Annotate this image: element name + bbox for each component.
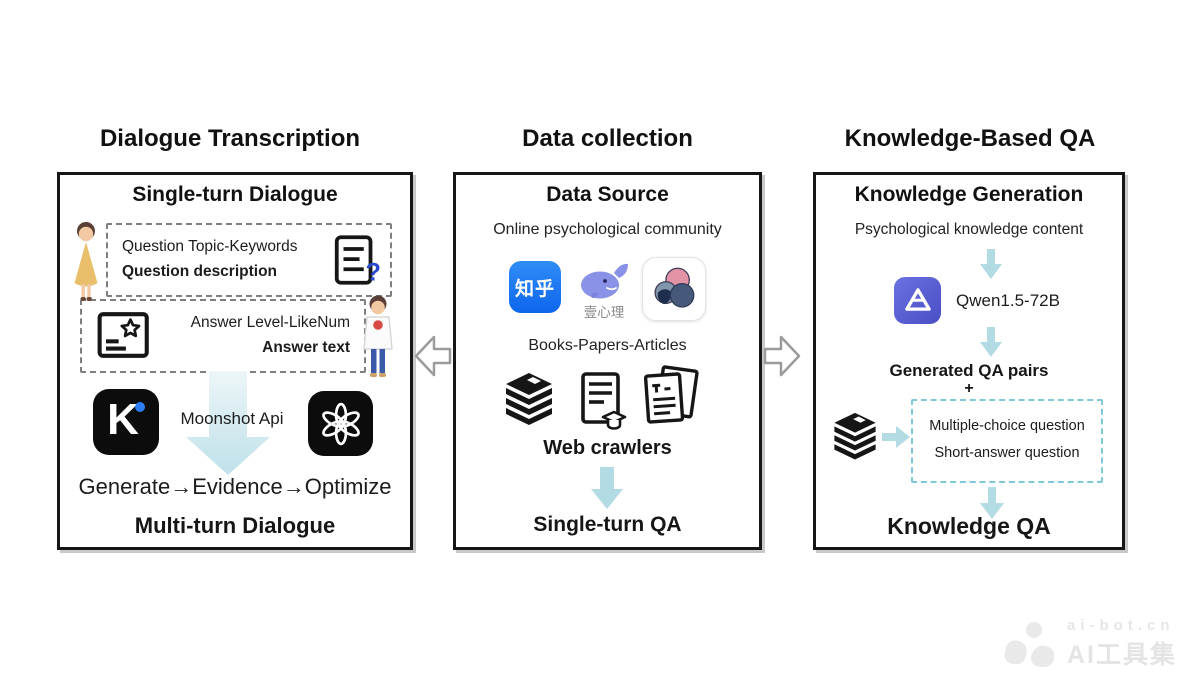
right-column-title: Knowledge-Based QA <box>844 125 1096 152</box>
answer-box-line1: Answer Level-LikeNum <box>190 314 350 331</box>
question-box-line2: Question description <box>122 263 278 280</box>
question-box-text: Question Topic-Keywords Question descrip… <box>122 234 297 284</box>
flow-arrow-right-icon <box>763 332 801 380</box>
knowledge-down-arrow-1-svg <box>980 249 1002 279</box>
zhihu-label: 知乎 <box>514 278 555 300</box>
yixinli-label: 壹心理 <box>583 305 625 320</box>
girl-user-icon <box>69 221 103 313</box>
watermark-name: AI工具集 <box>1067 641 1178 669</box>
watermark-site: ai-bot.cn <box>1067 617 1175 634</box>
moonshot-api-label: Moonshot Api <box>180 409 284 428</box>
data-source-heading: Data Source <box>546 183 669 206</box>
paper-graduation-svg <box>581 372 627 430</box>
knowledge-down-arrow-2 <box>979 327 1003 357</box>
flow-arrow-left-icon <box>414 332 452 380</box>
answer-box: Answer Level-LikeNum Answer text <box>80 299 366 373</box>
answer-box-text: Answer Level-LikeNum Answer text <box>191 310 350 360</box>
kimi-icon: K <box>93 389 159 455</box>
answer-document-icon <box>96 308 154 362</box>
generated-qa-pairs-label: Generated QA pairs <box>889 361 1049 380</box>
articles-icon <box>640 365 700 431</box>
doctor-svg <box>363 295 393 377</box>
flow-arrow-left-svg <box>414 335 452 377</box>
plus-label: + <box>964 380 974 397</box>
answer-box-line2: Answer text <box>262 339 350 356</box>
single-turn-dialogue-heading: Single-turn Dialogue <box>132 183 338 206</box>
kimi-blue-dot <box>135 402 145 412</box>
sources-label: Books-Papers-Articles <box>528 337 687 354</box>
openai-icon <box>308 391 373 456</box>
books-right-arrow <box>882 425 910 449</box>
books-right-arrow-svg <box>882 426 910 448</box>
openai-logo-svg <box>321 402 360 445</box>
knowledge-down-arrow-3-svg <box>980 487 1004 519</box>
question-box: Question Topic-Keywords Question descrip… <box>106 223 392 297</box>
doctor-icon <box>359 295 397 381</box>
knowledge-generation-heading: Knowledge Generation <box>854 183 1084 206</box>
question-types-box: Multiple-choice question Short-answer qu… <box>911 399 1103 483</box>
knowledge-books-icon <box>829 409 881 467</box>
question-types-line2: Short-answer question <box>934 445 1080 461</box>
articles-svg <box>643 365 699 424</box>
middle-column-title: Data collection <box>522 125 693 152</box>
books-stack-svg <box>506 373 552 425</box>
knowledge-down-arrow-2-svg <box>980 327 1002 357</box>
web-crawlers-label: Web crawlers <box>543 437 672 459</box>
psych-content-label: Psychological knowledge content <box>854 221 1084 238</box>
qwen-logo-svg <box>904 287 931 311</box>
flow-arrow-right-svg <box>763 335 801 377</box>
knowledge-down-arrow-3 <box>979 487 1005 519</box>
jiandanxinli-svg <box>654 267 695 308</box>
moonshot-down-arrow-svg <box>186 371 270 475</box>
dialogue-transcription-panel: Single-turn Dialogue Question Topic-Keyw… <box>57 172 413 550</box>
paper-graduation-icon <box>578 371 628 433</box>
qwen-model-label: Qwen1.5-72B <box>956 291 1060 310</box>
moonshot-down-arrow <box>184 371 272 475</box>
knowledge-qa-label: Knowledge QA <box>887 513 1051 539</box>
question-types-line1: Multiple-choice question <box>929 418 1085 434</box>
knowledge-qa-panel: Knowledge Generation Psychological knowl… <box>813 172 1125 550</box>
yixinli-whale-icon <box>576 259 632 301</box>
books-stack-icon <box>500 369 558 433</box>
single-turn-qa-label: Single-turn QA <box>533 513 682 536</box>
zhihu-icon: 知乎 <box>509 261 561 313</box>
kimi-k-glyph: K <box>107 395 139 444</box>
answer-document-svg <box>97 312 149 358</box>
multi-turn-dialogue-label: Multi-turn Dialogue <box>134 513 336 538</box>
girl-user-svg <box>74 222 98 301</box>
crawlers-down-arrow <box>589 467 625 509</box>
question-document-icon: ? <box>330 233 384 287</box>
pipeline-label: Generate→Evidence→Optimize <box>78 474 392 499</box>
yixinli-whale-svg <box>581 263 628 299</box>
svg-text:?: ? <box>365 258 380 286</box>
crawlers-down-arrow-svg <box>591 467 623 509</box>
knowledge-down-arrow-1 <box>979 249 1003 279</box>
community-label: Online psychological community <box>493 221 722 238</box>
left-column-title: Dialogue Transcription <box>99 125 361 152</box>
question-box-line1: Question Topic-Keywords <box>122 238 298 255</box>
question-document-svg: ? <box>334 235 381 286</box>
qwen-icon <box>894 277 941 324</box>
watermark-logo-icon <box>1004 622 1055 667</box>
data-collection-panel: Data Source Online psychological communi… <box>453 172 762 550</box>
jiandanxinli-icon <box>642 257 706 321</box>
question-types-text: Multiple-choice question Short-answer qu… <box>913 413 1101 467</box>
knowledge-books-svg <box>834 412 876 460</box>
watermark: ai-bot.cn AI工具集 <box>1003 616 1193 672</box>
